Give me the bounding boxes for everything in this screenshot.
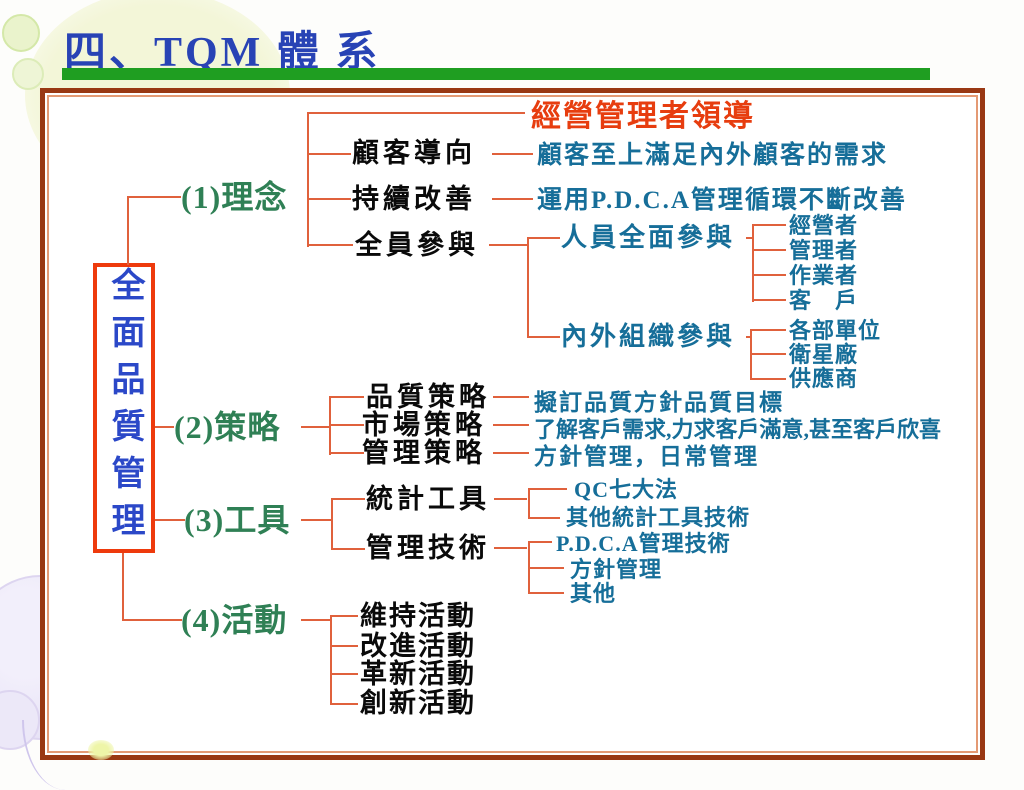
continuous-improvement-desc: 運用P.D.C.A管理循環不斷改善 <box>537 187 907 214</box>
connector <box>127 197 129 265</box>
connector <box>529 336 560 338</box>
connector <box>331 424 364 426</box>
leaf-operators: 經營者 <box>789 213 859 238</box>
connector <box>307 112 309 247</box>
connector <box>155 426 174 428</box>
connector <box>493 452 529 454</box>
connector <box>752 353 786 355</box>
management-strategy-label: 管理策略 <box>362 438 486 468</box>
maintenance-activity-label: 維持活動 <box>360 601 476 631</box>
connector <box>309 198 351 200</box>
innovation-activity-label: 創新活動 <box>360 688 476 718</box>
connector <box>301 426 330 428</box>
connector <box>333 498 365 500</box>
connector <box>309 244 353 246</box>
leadership-heading: 經營管理者領導 <box>531 100 755 133</box>
tqm-root-label: 全面品質管理 <box>106 267 143 549</box>
branch-2-strategy-label: (2)策略 <box>174 409 281 445</box>
improvement-activity-label: 改進活動 <box>360 631 476 661</box>
connector <box>489 244 527 246</box>
leaf-customers: 客 戶 <box>789 288 859 313</box>
connector <box>329 396 331 455</box>
connector <box>754 249 786 251</box>
connector <box>750 329 752 380</box>
title-underline <box>62 68 930 80</box>
leaf-others: 其他 <box>570 581 617 606</box>
connector <box>332 703 358 705</box>
connector <box>527 237 529 338</box>
management-strategy-desc: 方針管理，日常管理 <box>534 444 759 469</box>
customer-orientation-desc: 顧客至上滿足內外顧客的需求 <box>537 142 889 169</box>
tqm-diagram: 全面品質管理 (1)理念 (2)策略 (3)工具 (4)活動 經營管理者領導 顧… <box>93 100 942 718</box>
connector <box>330 615 332 705</box>
quality-strategy-desc: 擬訂品質方針品質目標 <box>534 390 784 415</box>
connector <box>754 299 786 301</box>
leaf-qc-seven-methods: QC七大法 <box>574 477 679 502</box>
decor-glow-dot <box>88 740 114 760</box>
connector <box>528 488 530 519</box>
connector <box>301 619 331 621</box>
branch-1-concepts-label: (1)理念 <box>181 179 288 215</box>
connector <box>331 396 364 398</box>
leaf-other-statistical-tools: 其他統計工具技術 <box>566 505 751 530</box>
connector <box>528 541 530 594</box>
connector <box>122 619 182 621</box>
connector <box>155 519 185 521</box>
connector <box>493 396 529 398</box>
connector <box>493 424 529 426</box>
connector <box>530 517 560 519</box>
connector <box>752 329 786 331</box>
leaf-policy-management: 方針管理 <box>570 557 663 582</box>
leaf-pdca-technique: P.D.C.A管理技術 <box>556 531 731 556</box>
connector <box>122 553 124 621</box>
leaf-managers: 管理者 <box>789 238 859 263</box>
connector <box>301 519 332 521</box>
reform-activity-label: 革新活動 <box>360 659 476 689</box>
decor-circle-topleft-1 <box>2 14 40 52</box>
organization-participation-label: 內外組織參與 <box>561 322 736 351</box>
leaf-workers: 作業者 <box>789 263 859 288</box>
connector <box>494 547 527 549</box>
content-frame <box>40 88 985 760</box>
connector <box>331 452 364 454</box>
branch-4-activities-label: (4)活動 <box>181 602 288 638</box>
connector <box>494 498 527 500</box>
market-strategy-desc: 了解客戶需求,力求客戶滿意,甚至客戶欣喜 <box>534 417 942 442</box>
connector <box>752 378 786 380</box>
connector <box>754 274 786 276</box>
continuous-improvement-label: 持續改善 <box>352 184 476 214</box>
statistical-tools-label: 統計工具 <box>366 484 490 514</box>
leaf-satellite-plants: 衛星廠 <box>789 342 859 367</box>
decor-circle-topleft-2 <box>12 58 44 90</box>
tqm-root-box: 全面品質管理 <box>93 263 155 553</box>
connector <box>752 224 754 302</box>
personnel-participation-label: 人員全面參與 <box>561 223 736 252</box>
management-techniques-label: 管理技術 <box>366 533 490 563</box>
branch-3-tools-label: (3)工具 <box>184 502 291 538</box>
connector <box>127 196 181 198</box>
connector <box>331 498 333 550</box>
connector <box>332 645 358 647</box>
connector <box>333 548 365 550</box>
quality-strategy-label: 品質策略 <box>366 382 490 412</box>
connector <box>530 488 567 490</box>
connector <box>530 592 564 594</box>
connector <box>492 198 533 200</box>
connector <box>307 112 525 114</box>
connector <box>332 673 358 675</box>
connector <box>309 153 351 155</box>
leaf-departments: 各部單位 <box>789 318 882 343</box>
connector <box>746 237 754 239</box>
full-participation-label: 全員參與 <box>355 230 479 260</box>
connector <box>530 567 564 569</box>
connector <box>332 615 358 617</box>
connector <box>529 237 560 239</box>
market-strategy-label: 市場策略 <box>362 410 486 440</box>
leaf-suppliers: 供應商 <box>789 366 859 391</box>
connector <box>492 153 533 155</box>
connector <box>746 336 752 338</box>
connector <box>530 541 552 543</box>
connector <box>754 224 786 226</box>
customer-orientation-label: 顧客導向 <box>352 138 476 168</box>
